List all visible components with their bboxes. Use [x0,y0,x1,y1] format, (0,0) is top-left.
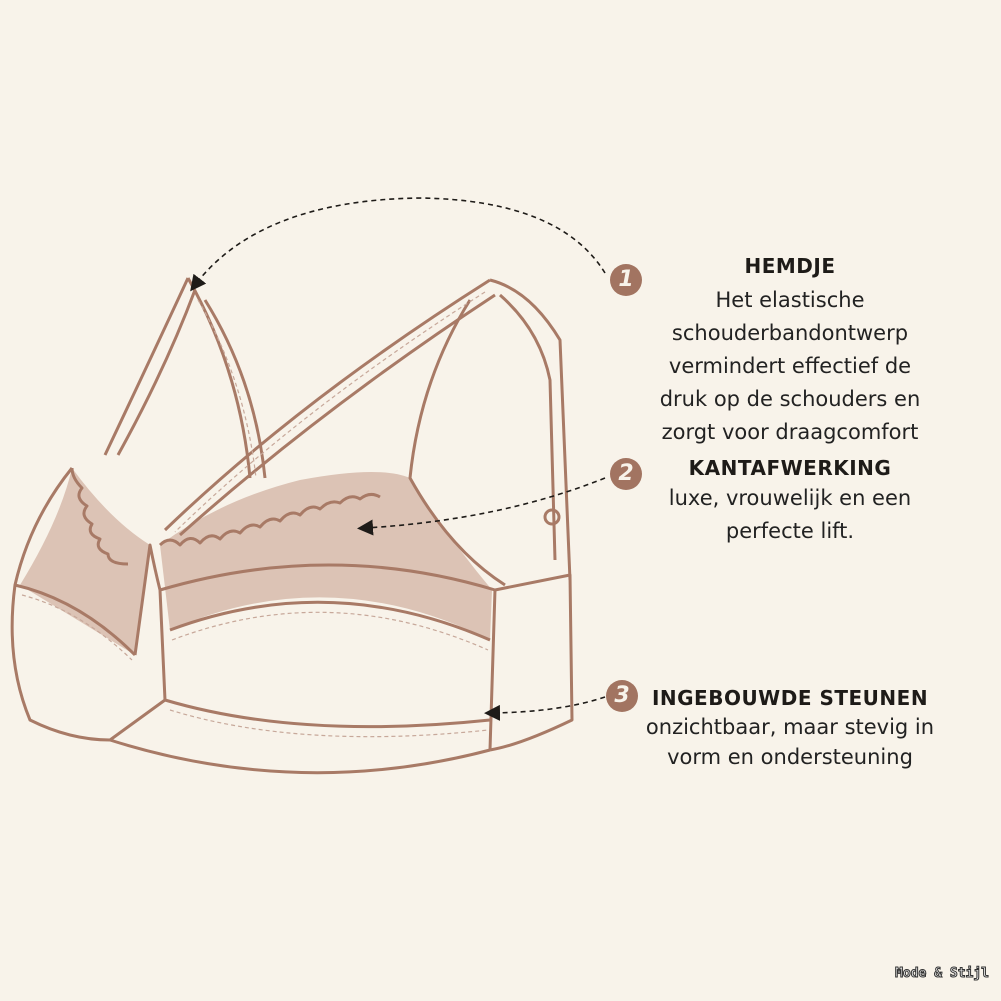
callout-text: zorgt voor draagcomfort [661,420,919,444]
callout-badge-1: 1 [610,264,642,296]
callout-steunen: INGEBOUWDE STEUNEN onzichtbaar, maar ste… [630,686,950,772]
watermark: Mode & Stijl [895,966,990,982]
callout-text: onzichtbaar, maar stevig in [645,715,935,739]
callout-title: KANTAFWERKING [688,456,892,480]
callout-title: INGEBOUWDE STEUNEN [651,686,929,710]
callout-text: Het elastische [715,288,865,312]
callout-text: vorm en ondersteuning [667,745,913,769]
callout-badge-3: 3 [606,680,638,712]
callout-text: schouderbandontwerp [671,321,909,345]
callout-text: luxe, vrouwelijk en een [668,486,912,510]
callout-text: vermindert effectief de [668,354,912,378]
callout-title: HEMDJE [744,254,836,278]
callout-hemdje: HEMDJE Het elastische schouderbandontwer… [630,254,950,449]
callout-text: perfecte lift. [725,519,855,543]
callout-text: druk op de schouders en [659,387,921,411]
callout-kantafwerking: KANTAFWERKING luxe, vrouwelijk en een pe… [630,456,950,548]
callout-badge-2: 2 [610,458,642,490]
